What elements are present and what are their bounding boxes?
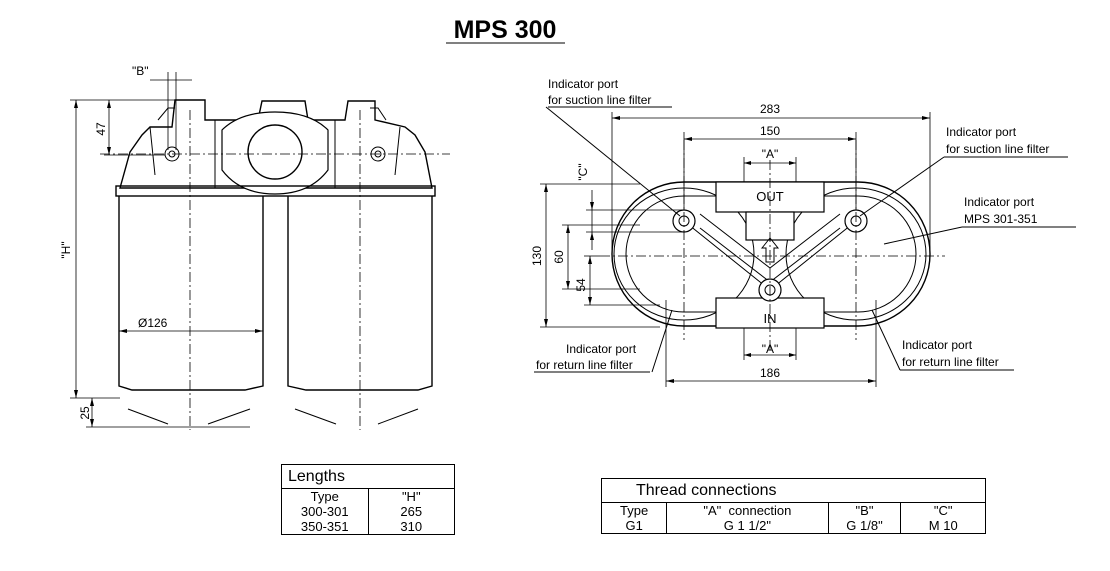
thread-value-a: G 1 1/2" — [723, 518, 772, 533]
thread-col-a: "A" connection G 1 1/2" — [666, 502, 829, 534]
head-port-bore — [247, 124, 303, 180]
lengths-row2-type: 350-351 — [300, 519, 349, 534]
dim-283-label: 283 — [760, 102, 780, 116]
callout-suction-left-line1: Indicator port — [548, 77, 619, 91]
lengths-col-header-type: Type — [310, 489, 339, 504]
dim-h-label: "H" — [59, 241, 73, 258]
dim-c-label: "C" — [576, 163, 590, 180]
callout-return-right-line2: for return line filter — [902, 355, 999, 369]
dim-150-label: 150 — [760, 124, 780, 138]
callout-mps-line1: Indicator port — [964, 195, 1035, 209]
thread-col-header-type: Type — [620, 503, 649, 518]
thread-col-b: "B" G 1/8" — [827, 502, 902, 534]
flow-arrow — [760, 237, 780, 263]
dim-186-label: 186 — [760, 366, 780, 380]
thread-col-c: "C" M 10 — [900, 502, 986, 534]
dim-47-label: 47 — [94, 122, 108, 136]
filter-canister-left — [118, 196, 264, 391]
callout-suction-left-line2: for suction line filter — [548, 93, 651, 107]
callout-suction-right-line1: Indicator port — [946, 125, 1017, 139]
drawing-title: MPS 300 — [454, 16, 557, 44]
dim-a-bottom-label: "A" — [762, 342, 779, 356]
dim-a-top-label: "A" — [762, 147, 779, 161]
thread-col-header-c: "C" — [933, 503, 953, 518]
lengths-row1-h: 265 — [400, 504, 423, 519]
lengths-row1-type: 300-301 — [300, 504, 349, 519]
thread-value-type: G1 — [625, 518, 643, 533]
lengths-row2-h: 310 — [400, 519, 423, 534]
dim-diameter-label: Ø126 — [138, 316, 168, 330]
dim-54-label: 54 — [574, 278, 588, 292]
side-view: "B" 47 "H" 25 Ø126 — [59, 64, 450, 430]
lengths-col-type: Type 300-301 350-351 — [281, 488, 369, 535]
lengths-col-header-h: "H" — [401, 489, 421, 504]
thread-col-type: Type G1 — [600, 502, 668, 534]
head-port-housing — [221, 111, 329, 195]
dim-b-label: "B" — [132, 64, 149, 78]
dim-25-label: 25 — [78, 406, 92, 420]
thread-connections-table: Thread connections Type G1 "A" connectio… — [600, 478, 986, 534]
thread-col-header-b: "B" — [855, 503, 874, 518]
thread-value-b: G 1/8" — [846, 518, 883, 533]
callout-return-left-line2: for return line filter — [536, 358, 633, 372]
top-view: OUT IN 283 150 — [530, 77, 1076, 387]
head-flange — [115, 185, 436, 197]
lengths-table: Lengths Type 300-301 350-351 "H" 265 310 — [281, 464, 455, 535]
dim-130-label: 130 — [530, 246, 544, 266]
filter-canister-right — [287, 196, 433, 391]
lengths-col-h: "H" 265 310 — [367, 488, 455, 535]
lengths-table-heading: Lengths — [281, 464, 455, 489]
filter-head — [119, 99, 433, 189]
thread-value-c: M 10 — [928, 518, 958, 533]
thread-col-header-a: "A" connection — [703, 503, 792, 518]
callout-return-left-line1: Indicator port — [566, 342, 637, 356]
callout-return-right-line1: Indicator port — [902, 338, 973, 352]
dim-60-label: 60 — [552, 250, 566, 264]
callout-mps-line2: MPS 301-351 — [964, 212, 1038, 226]
callout-suction-right-line2: for suction line filter — [946, 142, 1049, 156]
thread-table-heading: Thread connections — [601, 478, 986, 503]
